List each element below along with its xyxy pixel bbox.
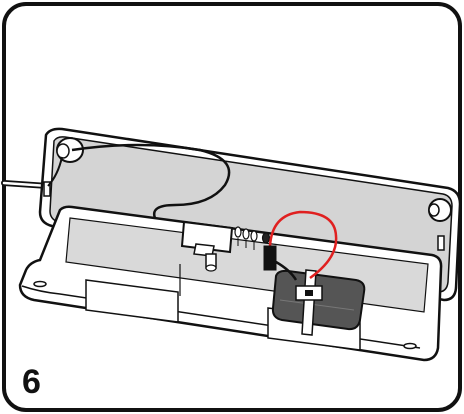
switch-icon (180, 220, 234, 272)
step-number: 6 (22, 363, 41, 401)
pad-left (85, 279, 179, 323)
clip-left (43, 181, 51, 197)
tray-hole-right (403, 342, 417, 350)
cable-tie-icon (295, 269, 323, 336)
terminal-block (234, 226, 271, 250)
tray-hole-left (33, 280, 47, 288)
clip-right (437, 235, 445, 251)
mounting-post-right (428, 198, 452, 222)
external-cable (1, 180, 51, 189)
mounting-post-left (56, 137, 84, 163)
red-wire (268, 210, 338, 280)
connector-icon (263, 245, 298, 281)
